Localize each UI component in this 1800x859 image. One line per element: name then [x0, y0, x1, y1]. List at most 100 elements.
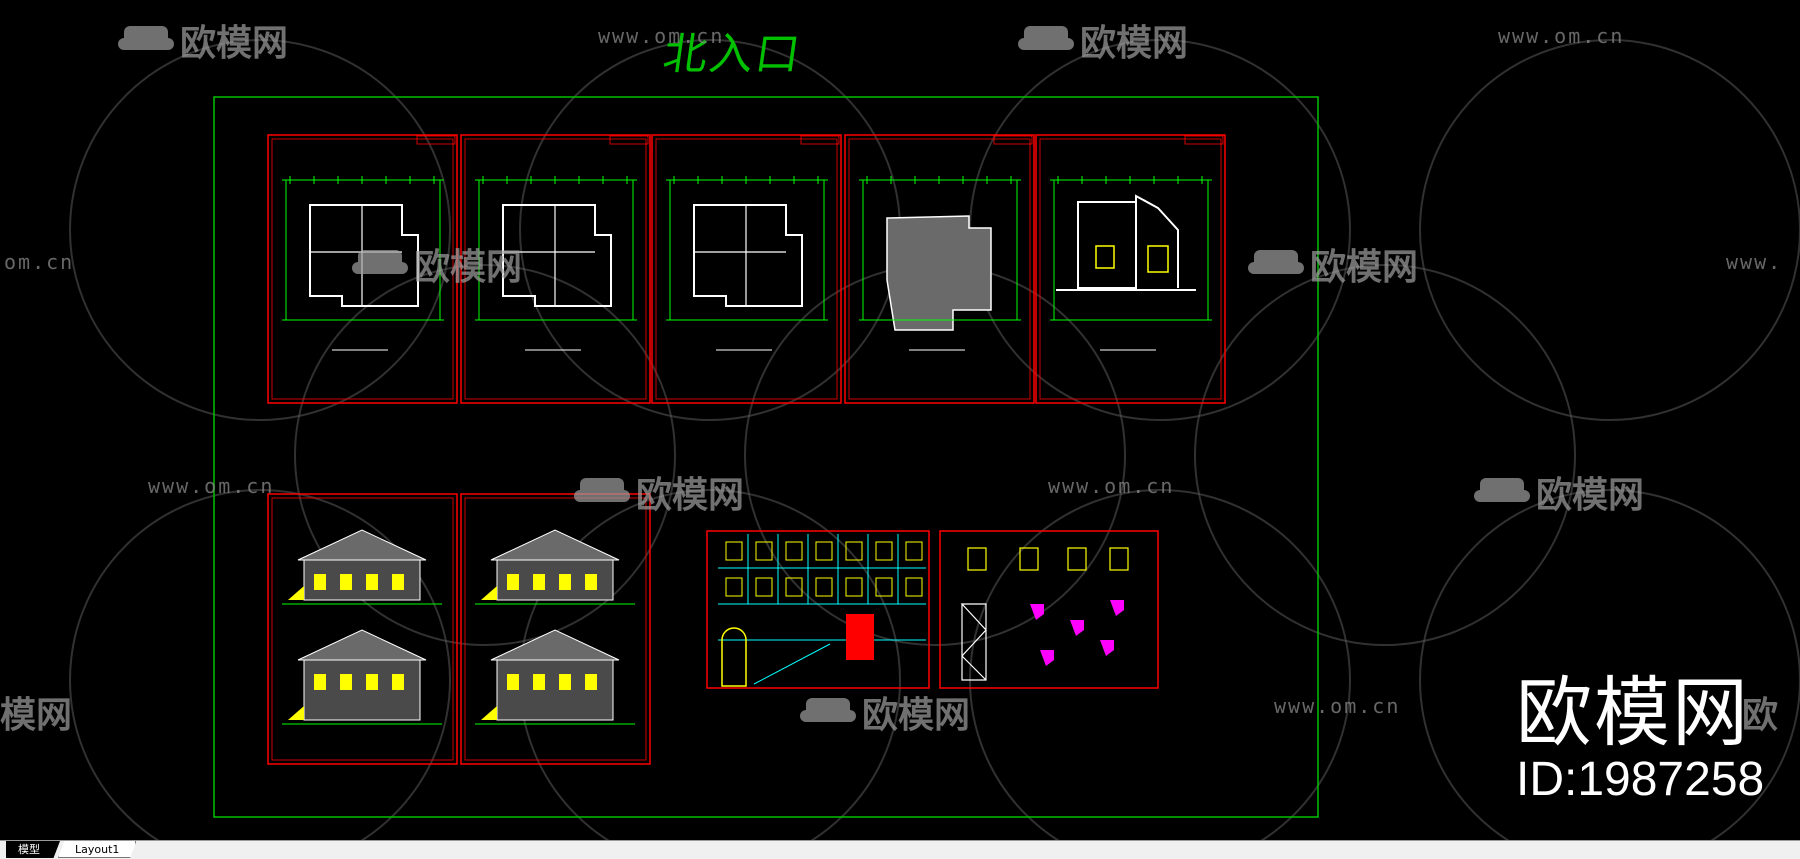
window-detail [785, 577, 803, 597]
watermark-logo-partial: 模网 [0, 686, 72, 738]
floor-plan-walls [502, 204, 612, 307]
elevation-window [392, 574, 404, 590]
watermark-arc [1419, 39, 1800, 421]
window-detail [785, 541, 803, 561]
window-detail [905, 577, 923, 597]
section-detail [1030, 604, 1044, 620]
elevation-ramp [288, 706, 304, 720]
watermark-url: www.om.cn [1274, 694, 1401, 718]
sofa-logo-icon [800, 698, 856, 726]
drawing-sheet [651, 134, 842, 404]
diagonal-line [753, 643, 831, 685]
watermark-url: www.om.cn [148, 474, 275, 498]
watermark-url: www.om.cn [1498, 24, 1625, 48]
cad-drawing [69, 39, 1800, 840]
model-id-watermark: ID:1987258 [1516, 753, 1765, 806]
title-block [993, 135, 1033, 145]
elevation-window [314, 574, 326, 590]
watermark-arc [969, 489, 1351, 840]
watermark-logo: 欧模网 [1248, 238, 1418, 290]
model-space-canvas[interactable]: 北入口 欧模网 欧模网 欧模网 欧模网 欧模网 欧模网 欧模网 模网 欧 www… [0, 0, 1800, 840]
section-roof [1135, 194, 1179, 288]
elevation-window [585, 674, 597, 690]
tab-layout1[interactable]: Layout1 [58, 841, 137, 858]
elevation-window [340, 674, 352, 690]
window-detail [725, 541, 743, 561]
drawing-sheet [1035, 134, 1226, 404]
watermark-arc [69, 489, 451, 840]
window-detail [1067, 547, 1087, 571]
elevation-window [585, 574, 597, 590]
elevation-window [314, 674, 326, 690]
elevation-window [392, 674, 404, 690]
window-detail [875, 577, 893, 597]
window-detail [845, 541, 863, 561]
detail-sheet [939, 530, 1159, 689]
door-schedule-table [846, 614, 874, 660]
window-detail [967, 547, 987, 571]
watermark-logo-text: 欧模网 [862, 695, 971, 736]
elevation-roof [297, 629, 427, 661]
drawing-sheet [267, 493, 458, 765]
watermark-url: www.om.cn [1048, 474, 1175, 498]
sheet-inner-border [271, 138, 454, 400]
window-detail [755, 541, 773, 561]
elevation-ramp [481, 586, 497, 600]
watermark-arc [294, 264, 676, 646]
sheet-inner-border [848, 138, 1031, 400]
sheet-inner-border [655, 138, 838, 400]
section-detail [1040, 650, 1054, 666]
drawing-sheet [460, 493, 651, 765]
section-detail [1100, 640, 1114, 656]
sheet-inner-border [464, 497, 647, 761]
watermark-logo: 欧模网 [118, 14, 288, 66]
section-detail [1070, 620, 1084, 636]
watermark-logo-text: 欧模网 [180, 23, 289, 64]
watermark-logo: 欧模网 [1474, 466, 1644, 518]
stair-section [960, 603, 987, 681]
detail-sheet [706, 530, 930, 689]
elevation-window [533, 574, 545, 590]
title-block [609, 135, 649, 145]
elevation-window [366, 574, 378, 590]
watermark-url: www.om.cn [598, 24, 725, 48]
sheet-inner-border [271, 497, 454, 761]
window-detail [875, 541, 893, 561]
sofa-logo-icon [1018, 26, 1074, 54]
watermark-logo-text: 欧模网 [1080, 23, 1189, 64]
sofa-logo-icon [352, 250, 408, 278]
section-wall [1077, 201, 1137, 289]
window-detail [1019, 547, 1039, 571]
elevation-window [507, 674, 519, 690]
watermark-url-partial: www. [1726, 250, 1783, 274]
sofa-logo-icon [118, 26, 174, 54]
watermark-logo: 欧模网 [800, 686, 970, 738]
watermark-logo-text: 欧模网 [1310, 247, 1419, 288]
watermark-logo-text: 欧 [1742, 695, 1779, 736]
elevation-roof [490, 529, 620, 561]
layout-tab-bar: 模型 Layout1 [0, 840, 1800, 859]
floor-plan-walls [693, 204, 803, 307]
elevation-window [340, 574, 352, 590]
watermark-arc [1419, 489, 1800, 840]
drawing-sheet [267, 134, 458, 404]
elevation-window [507, 574, 519, 590]
elevation-window [366, 674, 378, 690]
elevation-ramp [481, 706, 497, 720]
watermark-logo: 欧模网 [574, 466, 744, 518]
title-block [800, 135, 840, 145]
window-detail [815, 541, 833, 561]
elevation-window [559, 674, 571, 690]
window-detail [815, 577, 833, 597]
watermark-arc [1194, 264, 1576, 646]
watermark-logo-text: 欧模网 [414, 247, 523, 288]
section-window [1147, 245, 1169, 273]
window-detail [725, 577, 743, 597]
tab-model[interactable]: 模型 [6, 841, 60, 858]
floor-plan-walls [309, 204, 419, 307]
sofa-logo-icon [574, 478, 630, 506]
window-detail [1109, 547, 1129, 571]
watermark-logo-text: 模网 [0, 695, 73, 736]
sofa-logo-icon [1248, 250, 1304, 278]
window-detail [845, 577, 863, 597]
